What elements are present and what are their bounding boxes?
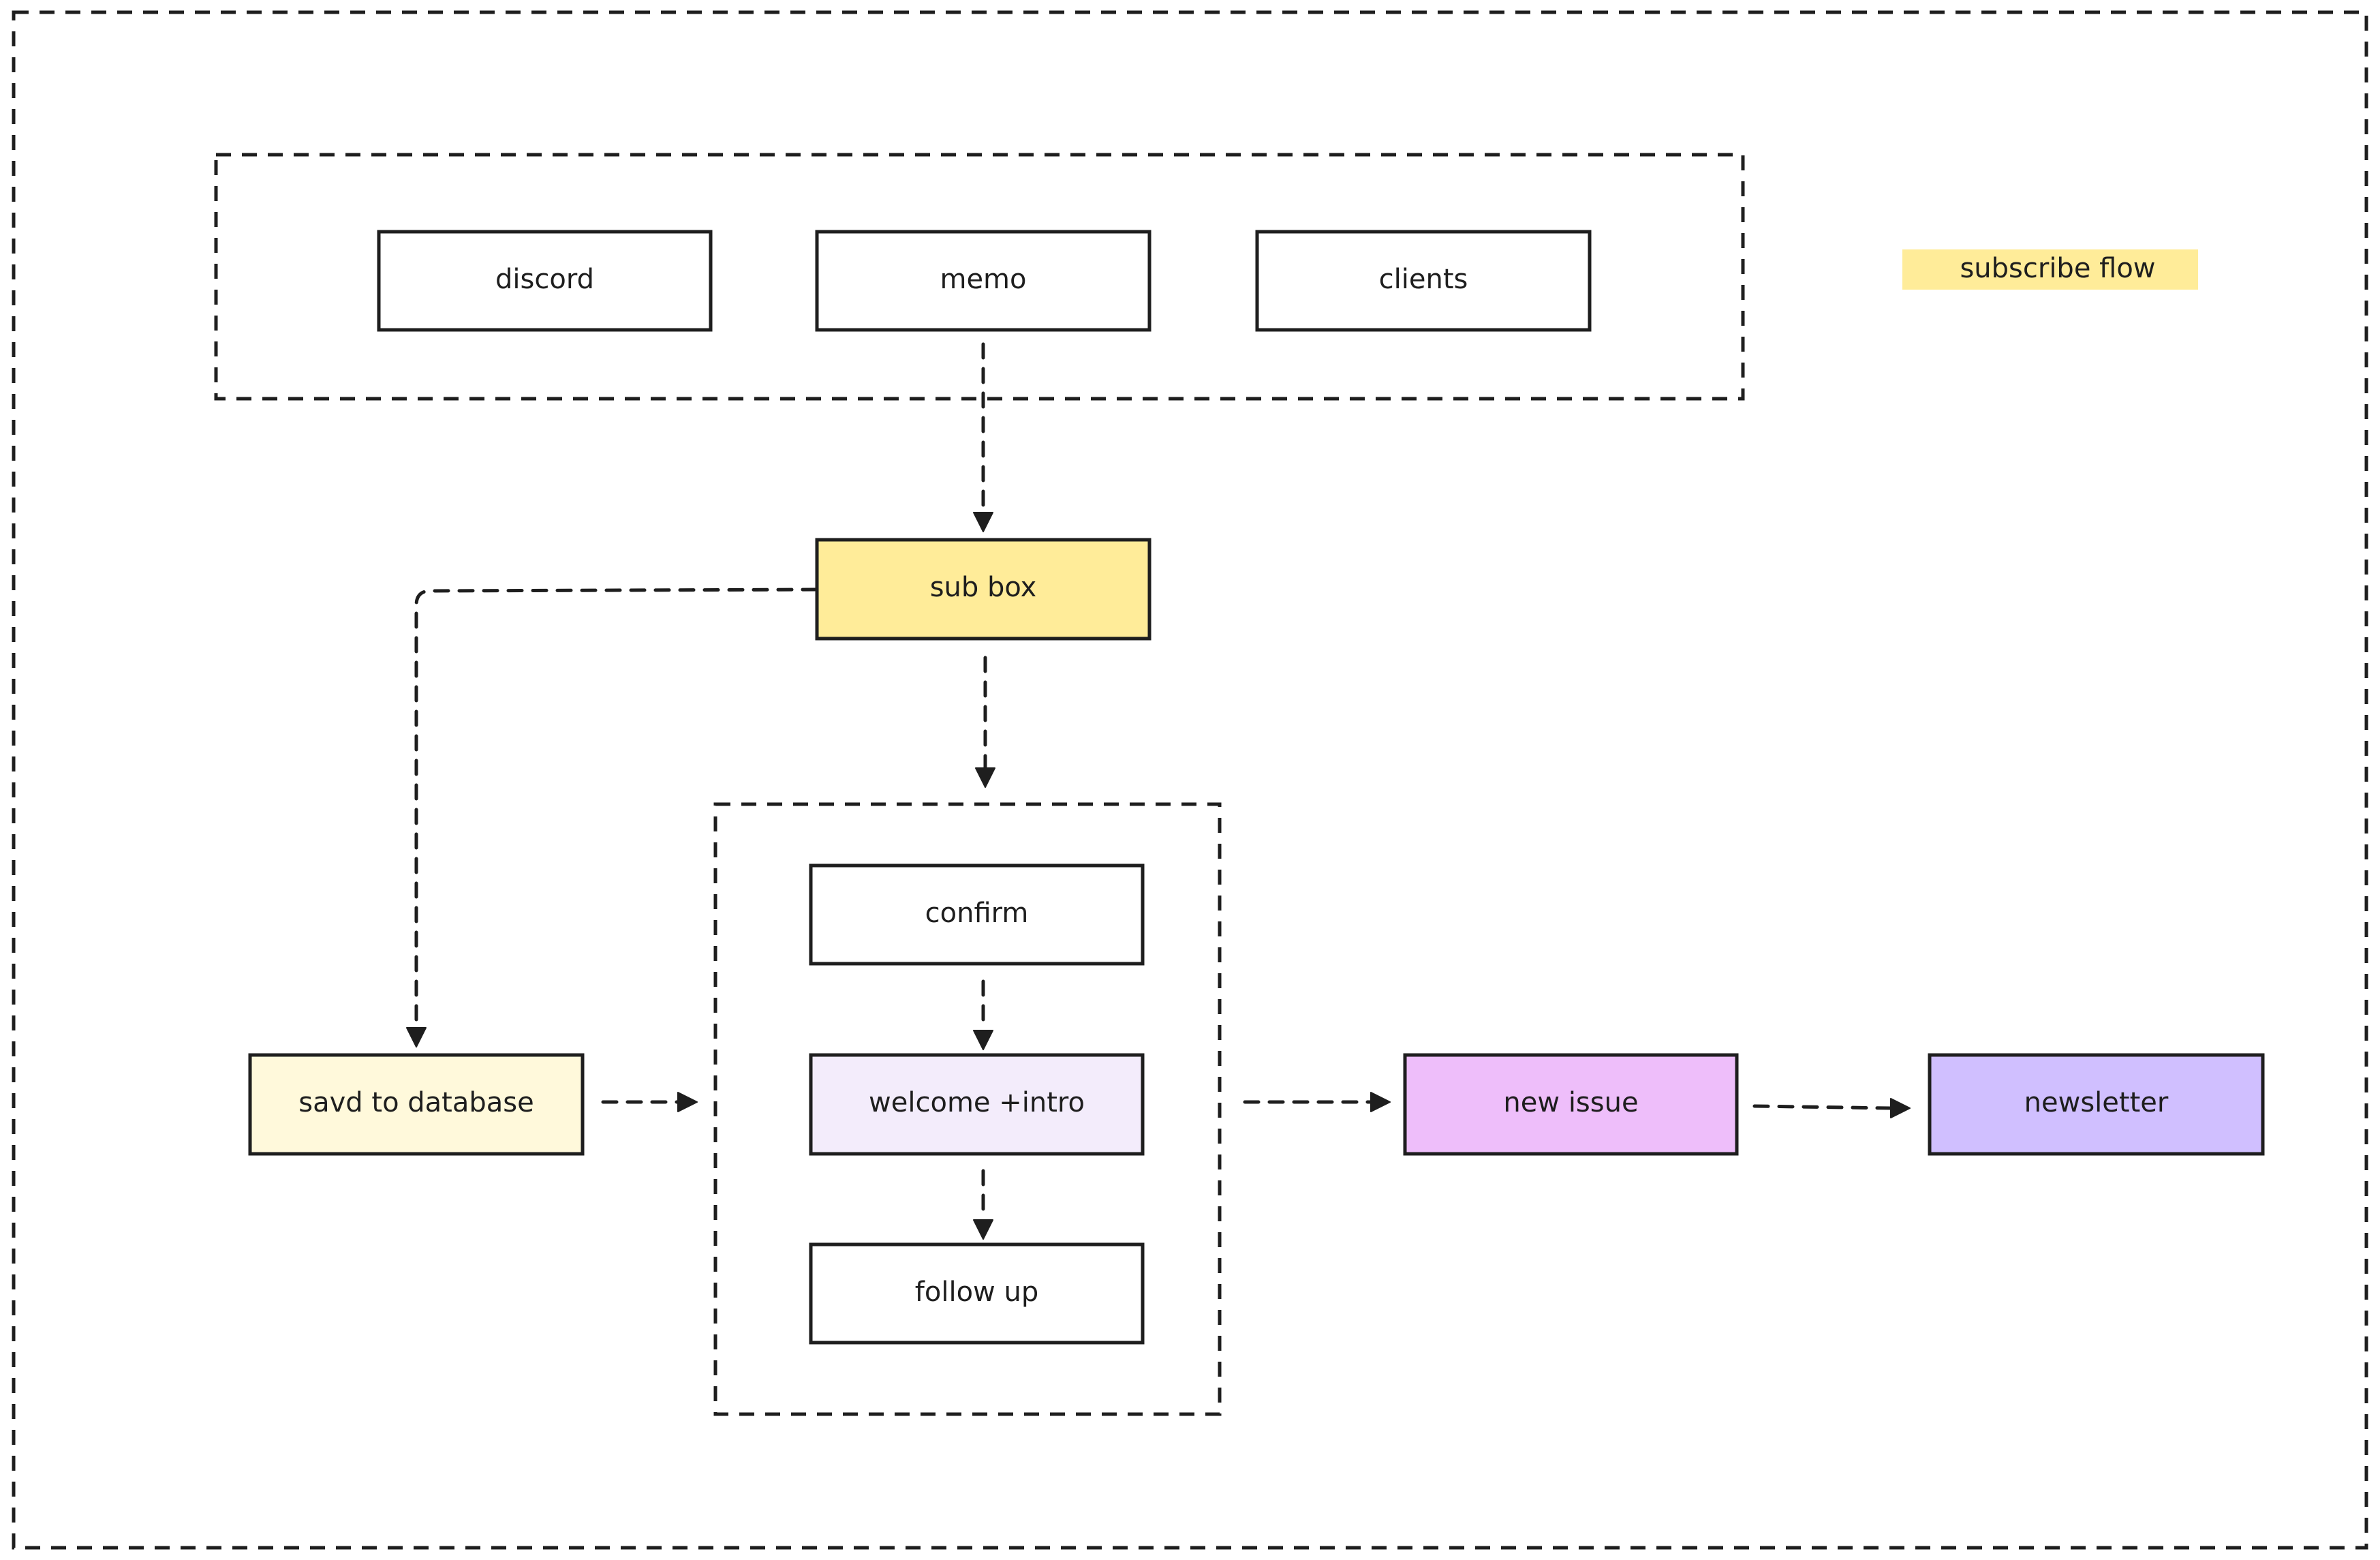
database-box [248,1053,585,1156]
node-sub-box[interactable]: sub box [815,538,1152,641]
node-newsletter[interactable]: newsletter [1928,1053,2265,1156]
sub-box-box [815,538,1152,641]
node-new-issue[interactable]: new issue [1403,1053,1739,1156]
welcome-label: welcome +intro [869,1087,1085,1118]
new-issue-label: new issue [1503,1087,1638,1118]
arrowhead-new-issue [1370,1092,1391,1112]
edges [406,342,1911,1240]
title-text: subscribe flow [1960,253,2155,284]
arrowhead-sequence-top [975,767,995,788]
node-saved-to-database[interactable]: savd to database [248,1053,585,1156]
node-memo[interactable]: memo [815,230,1152,332]
arrowhead-follow-up [973,1219,993,1240]
newsletter-label: newsletter [2024,1087,2169,1118]
clients-box [1255,230,1592,332]
node-confirm[interactable]: confirm [809,863,1145,966]
diagram-title: subscribe flow [1902,249,2198,290]
arrowhead-sub-box [973,512,993,532]
follow-up-label: follow up [915,1276,1038,1308]
arrowhead-sequence-left [677,1092,698,1112]
memo-box [815,230,1152,332]
database-label: savd to database [298,1087,534,1118]
edge-sub-box-to-database [414,587,818,1030]
node-discord[interactable]: discord [377,230,713,332]
clients-label: clients [1379,264,1468,295]
confirm-box [809,863,1145,966]
discord-label: discord [495,264,594,295]
email-sequence-group [713,802,1222,1416]
memo-label: memo [940,264,1026,295]
node-clients[interactable]: clients [1255,230,1592,332]
edge-new-issue-to-newsletter [1752,1104,1893,1110]
arrowhead-database [406,1027,427,1047]
newsletter-box [1928,1053,2265,1156]
welcome-box [809,1053,1145,1156]
node-follow-up[interactable]: follow up [809,1242,1145,1345]
title-highlight [1902,249,2198,290]
arrowhead-newsletter [1890,1098,1911,1118]
arrowhead-welcome [973,1030,993,1050]
sub-box-label: sub box [930,572,1037,603]
outer-frame [12,10,2368,1550]
node-welcome-intro[interactable]: welcome +intro [809,1053,1145,1156]
confirm-label: confirm [925,898,1029,929]
discord-box [377,230,713,332]
new-issue-box [1403,1053,1739,1156]
sources-group [214,153,1745,401]
follow-up-box [809,1242,1145,1345]
